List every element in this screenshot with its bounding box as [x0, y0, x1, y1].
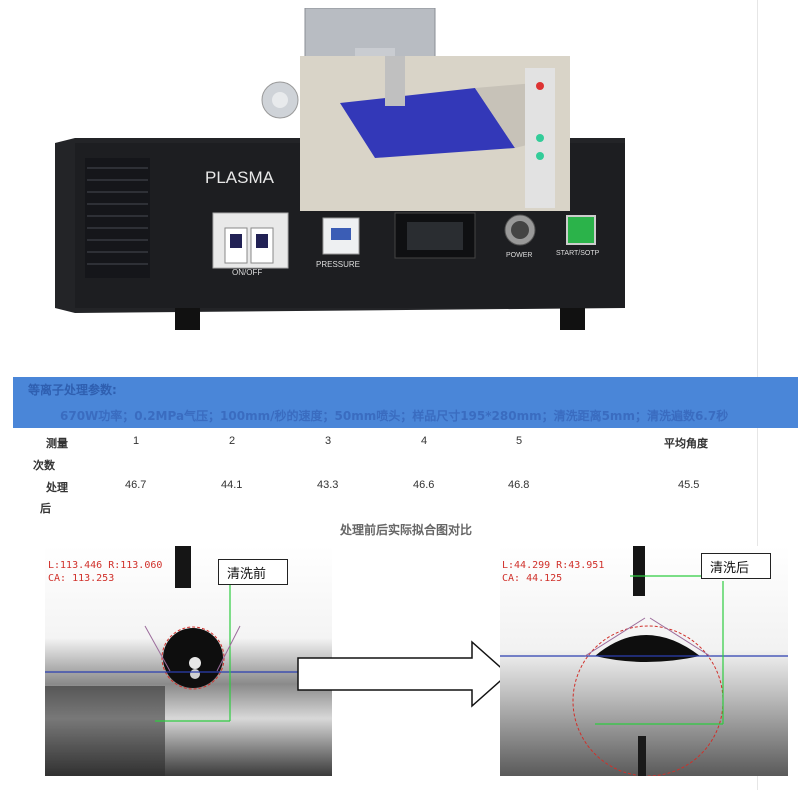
after-readout-line1: L:44.299 R:43.951: [502, 560, 605, 571]
header-col-5: 5: [516, 435, 523, 447]
start-stop-label: START/SOTP: [556, 250, 600, 257]
header-label-line1: 测量: [46, 437, 68, 450]
value-5: 46.8: [508, 479, 530, 491]
header-col-3: 3: [325, 435, 332, 447]
value-3: 43.3: [317, 479, 339, 491]
comparison-title: 处理前后实际拟合图对比: [340, 523, 473, 537]
value-4: 46.6: [413, 479, 435, 491]
before-readout-line2: CA: 113.253: [48, 573, 115, 584]
params-title: 等离子处理参数:: [28, 383, 117, 397]
params-body: 670W功率；0.2MPa气压；100mm/秒的速度；50mm喷头；样品尺寸19…: [60, 409, 729, 423]
header-col-4: 4: [421, 435, 428, 447]
machine-brand-label: PLASMA: [205, 168, 274, 187]
value-2: 44.1: [221, 479, 243, 491]
plasma-machine-photo: [55, 8, 625, 330]
breaker-label: ON/OFF: [232, 268, 263, 277]
header-col-1: 1: [133, 435, 140, 447]
pressure-label: PRESSURE: [316, 260, 361, 269]
before-label: 清洗前: [218, 559, 288, 585]
header-col-2: 2: [229, 435, 236, 447]
row-label-line2: 后: [40, 502, 51, 515]
header-col-avg: 平均角度: [664, 437, 708, 450]
header-label-line2: 次数: [33, 459, 55, 472]
after-readout-line2: CA: 44.125: [502, 573, 563, 584]
value-1: 46.7: [125, 479, 147, 491]
arrow-right-icon: [297, 640, 510, 708]
after-label: 清洗后: [701, 553, 771, 579]
contact-angle-after-image: [500, 546, 788, 776]
value-avg: 45.5: [678, 479, 700, 491]
params-banner: [13, 377, 798, 428]
row-label-line1: 处理: [46, 481, 68, 494]
before-readout-line1: L:113.446 R:113.060: [48, 560, 163, 571]
power-label: POWER: [506, 252, 533, 259]
